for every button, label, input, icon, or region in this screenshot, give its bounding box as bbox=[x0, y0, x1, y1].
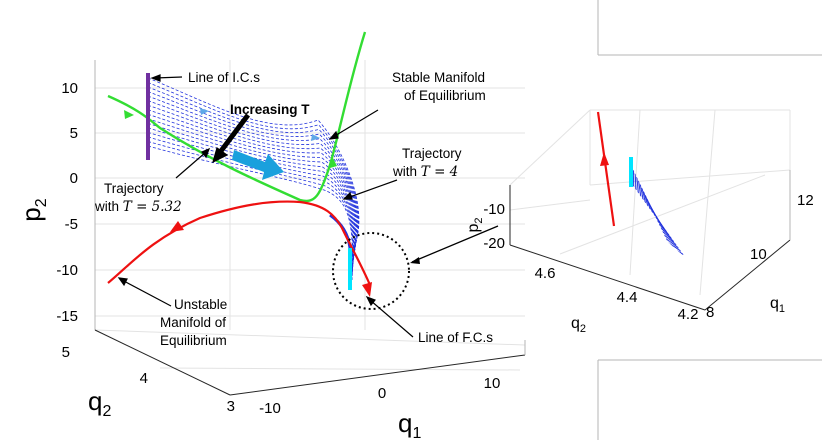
main-z-ticks: 5 4 3 bbox=[62, 344, 235, 415]
inset-plot: -10 -20 4.6 4.4 4.2 12 10 8 p2 q2 q1 bbox=[465, 0, 822, 440]
inset-y-tick: -20 bbox=[483, 235, 505, 252]
annot-traj4-1: Trajectory bbox=[402, 146, 462, 161]
main-z-axis-line bbox=[94, 329, 231, 396]
main-z-tick: 5 bbox=[62, 344, 70, 361]
trajectory-curve bbox=[147, 95, 358, 259]
trajectory-curve bbox=[147, 141, 354, 279]
main-y-ticks: 10 5 0 -5 -10 -15 bbox=[56, 80, 78, 325]
main-y-tick: -10 bbox=[56, 262, 78, 279]
main-x-label: q1 bbox=[398, 408, 421, 440]
trajectory-curve bbox=[147, 109, 357, 265]
annot-traj4-2: with T = 4 bbox=[392, 164, 458, 180]
main-y-tick: 5 bbox=[70, 125, 78, 142]
zoom-circle bbox=[332, 232, 410, 310]
trajectory-curve bbox=[147, 86, 359, 255]
main-y-tick: 0 bbox=[70, 170, 78, 187]
inset-y-tick: -10 bbox=[483, 201, 505, 218]
main-x-ticks: -10 0 10 bbox=[259, 375, 500, 417]
annotation-pointers bbox=[117, 74, 414, 338]
trajectory-arrow bbox=[200, 108, 209, 115]
annot-increasing-t: Increasing T bbox=[230, 102, 310, 117]
zoom-pointer bbox=[411, 225, 499, 263]
trajectory-curve bbox=[147, 127, 355, 273]
trajectory-curve bbox=[147, 82, 359, 253]
main-z-label: q2 bbox=[88, 386, 111, 420]
unstable-manifold-arrow bbox=[170, 221, 184, 232]
unstable-manifold-curve bbox=[107, 200, 372, 286]
main-x-tick: -10 bbox=[259, 400, 281, 417]
annot-line-of-ics: Line of I.C.s bbox=[188, 70, 260, 85]
inset-x-label: q1 bbox=[770, 295, 785, 315]
inset-box bbox=[509, 109, 791, 311]
trajectory-curve bbox=[147, 145, 353, 281]
trajectory-curve bbox=[147, 100, 358, 261]
trajectory-curve bbox=[147, 118, 356, 269]
main-x-tick: 10 bbox=[484, 375, 501, 392]
annot-line-of-fcs: Line of F.C.s bbox=[418, 330, 493, 345]
inset-z-tick: 4.2 bbox=[678, 306, 699, 323]
stable-manifold-arrow bbox=[124, 110, 134, 119]
direction-arrow bbox=[232, 150, 284, 180]
inset-x-tick: 8 bbox=[706, 304, 714, 321]
trajectory-curve bbox=[147, 132, 355, 275]
annot-unstable-3: Equilibrium bbox=[160, 333, 227, 348]
annot-unstable-2: Manifold of bbox=[160, 315, 226, 330]
main-x-axis-line bbox=[229, 354, 526, 396]
svg-text:p2: p2 bbox=[16, 198, 50, 221]
trajectory-highlight bbox=[329, 213, 352, 249]
zoom-pointer-head bbox=[410, 257, 420, 264]
unstable-manifold-arrow bbox=[362, 282, 372, 297]
inset-trajectory-line bbox=[632, 184, 685, 257]
stable-manifold-arrow bbox=[330, 156, 337, 168]
main-y-tick: -5 bbox=[65, 216, 78, 233]
main-z-tick: 4 bbox=[140, 370, 148, 387]
main-y-tick: -15 bbox=[56, 308, 78, 325]
main-z-tick: 3 bbox=[227, 398, 235, 415]
inset-z-label: q2 bbox=[571, 315, 586, 335]
svg-text:p2: p2 bbox=[465, 217, 485, 232]
inset-unstable-arrow bbox=[600, 152, 609, 166]
inset-trajectory-line bbox=[632, 183, 684, 256]
inset-trajectory-family bbox=[632, 169, 685, 257]
inset-z-tick: 4.6 bbox=[535, 265, 556, 282]
main-y-label: p2 bbox=[16, 198, 50, 221]
inset-x-tick: 10 bbox=[750, 246, 767, 263]
main-y-tick: 10 bbox=[61, 80, 78, 97]
annot-stable-1: Stable Manifold bbox=[392, 70, 485, 85]
main-plot: 10 5 0 -5 -10 -15 5 4 3 -10 0 10 p2 q2 q… bbox=[16, 31, 526, 442]
stable-manifold-curve bbox=[107, 31, 367, 203]
trajectory-curve bbox=[147, 122, 355, 271]
annot-traj532-1: Trajectory bbox=[104, 181, 164, 196]
trajectory-arrow bbox=[311, 134, 320, 141]
inset-y-label: p2 bbox=[465, 217, 485, 232]
inset-unstable-curve bbox=[596, 111, 616, 227]
inset-z-tick: 4.4 bbox=[617, 289, 638, 306]
annot-traj532-2: with T = 5.32 bbox=[94, 199, 182, 215]
inset-x-tick: 12 bbox=[797, 192, 814, 209]
annot-unstable-1: Unstable bbox=[174, 297, 227, 312]
annot-stable-2: of Equilibrium bbox=[404, 88, 486, 103]
main-x-tick: 0 bbox=[378, 385, 386, 402]
